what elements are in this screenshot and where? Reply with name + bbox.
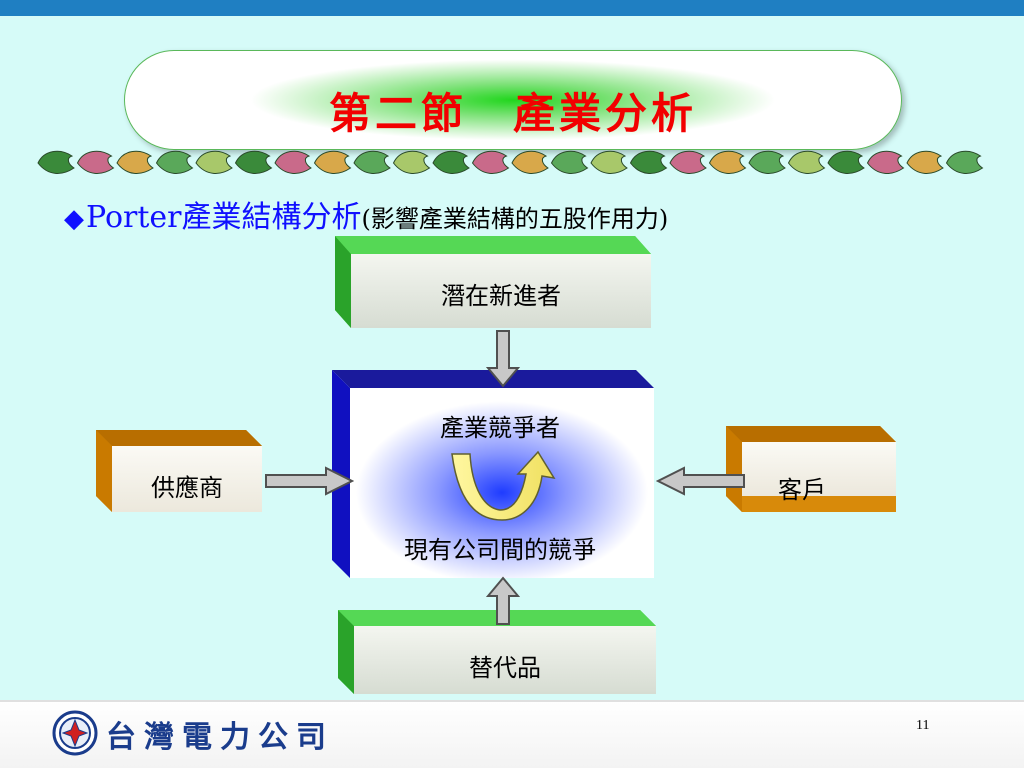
slide-title: 第二節 產業分析 — [328, 89, 697, 138]
leaf-vine-decoration — [37, 150, 984, 174]
leaf-icon — [787, 150, 826, 174]
arrow-up-icon — [486, 576, 520, 625]
subtitle: ◆Porter產業結構分析(影響產業結構的五股作用力) — [64, 192, 668, 236]
buyers-label: 客戶 — [778, 476, 826, 504]
leaf-icon — [708, 150, 747, 174]
arrow-down-icon — [486, 330, 520, 388]
suppliers-label: 供應商 — [151, 474, 223, 502]
leaf-icon — [748, 150, 786, 174]
subtitle-main: Porter產業結構分析 — [86, 200, 362, 235]
leaf-icon — [827, 150, 865, 174]
diamond-bullet-icon: ◆ — [64, 204, 84, 234]
rivalry-title: 產業競爭者 — [440, 414, 560, 442]
rivalry-cycle-arrow-icon — [451, 450, 556, 521]
entrants-box: 潛在新進者 — [335, 236, 651, 328]
title-banner — [124, 50, 902, 150]
leaf-icon — [76, 150, 115, 174]
rivalry-subtitle: 現有公司間的競爭 — [404, 536, 596, 564]
footer-company-name: 台灣電力公司 — [106, 720, 334, 755]
leaf-icon — [906, 150, 944, 174]
leaf-icon — [511, 150, 549, 174]
substitutes-box: 替代品 — [338, 610, 656, 694]
entrants-label: 潛在新進者 — [441, 282, 561, 310]
leaf-icon — [945, 150, 984, 174]
leaf-icon — [866, 150, 905, 174]
leaf-icon — [590, 150, 628, 174]
arrow-left-icon — [656, 466, 745, 496]
leaf-icon — [195, 150, 233, 174]
leaf-icon — [629, 150, 668, 174]
leaf-icon — [274, 150, 312, 174]
rivalry-box — [332, 370, 654, 578]
leaf-icon — [37, 150, 75, 174]
footer-bar — [0, 700, 1024, 768]
leaf-icon — [550, 150, 589, 174]
leaf-icon — [471, 150, 510, 174]
top-bar — [0, 0, 1024, 16]
suppliers-box: 供應商 — [96, 430, 262, 512]
leaf-icon — [432, 150, 470, 174]
subtitle-paren: (影響產業結構的五股作用力) — [361, 205, 669, 233]
leaf-icon — [116, 150, 154, 174]
substitutes-label: 替代品 — [469, 654, 541, 682]
leaf-icon — [234, 150, 273, 174]
arrow-right-icon — [265, 466, 354, 496]
leaf-icon — [313, 150, 352, 174]
leaf-icon — [392, 150, 431, 174]
page-number: 11 — [916, 718, 930, 733]
leaf-icon — [669, 150, 707, 174]
taipower-logo-icon — [52, 710, 98, 756]
leaf-icon — [155, 150, 194, 174]
buyers-box: 客戶 — [726, 426, 896, 512]
leaf-icon — [353, 150, 391, 174]
